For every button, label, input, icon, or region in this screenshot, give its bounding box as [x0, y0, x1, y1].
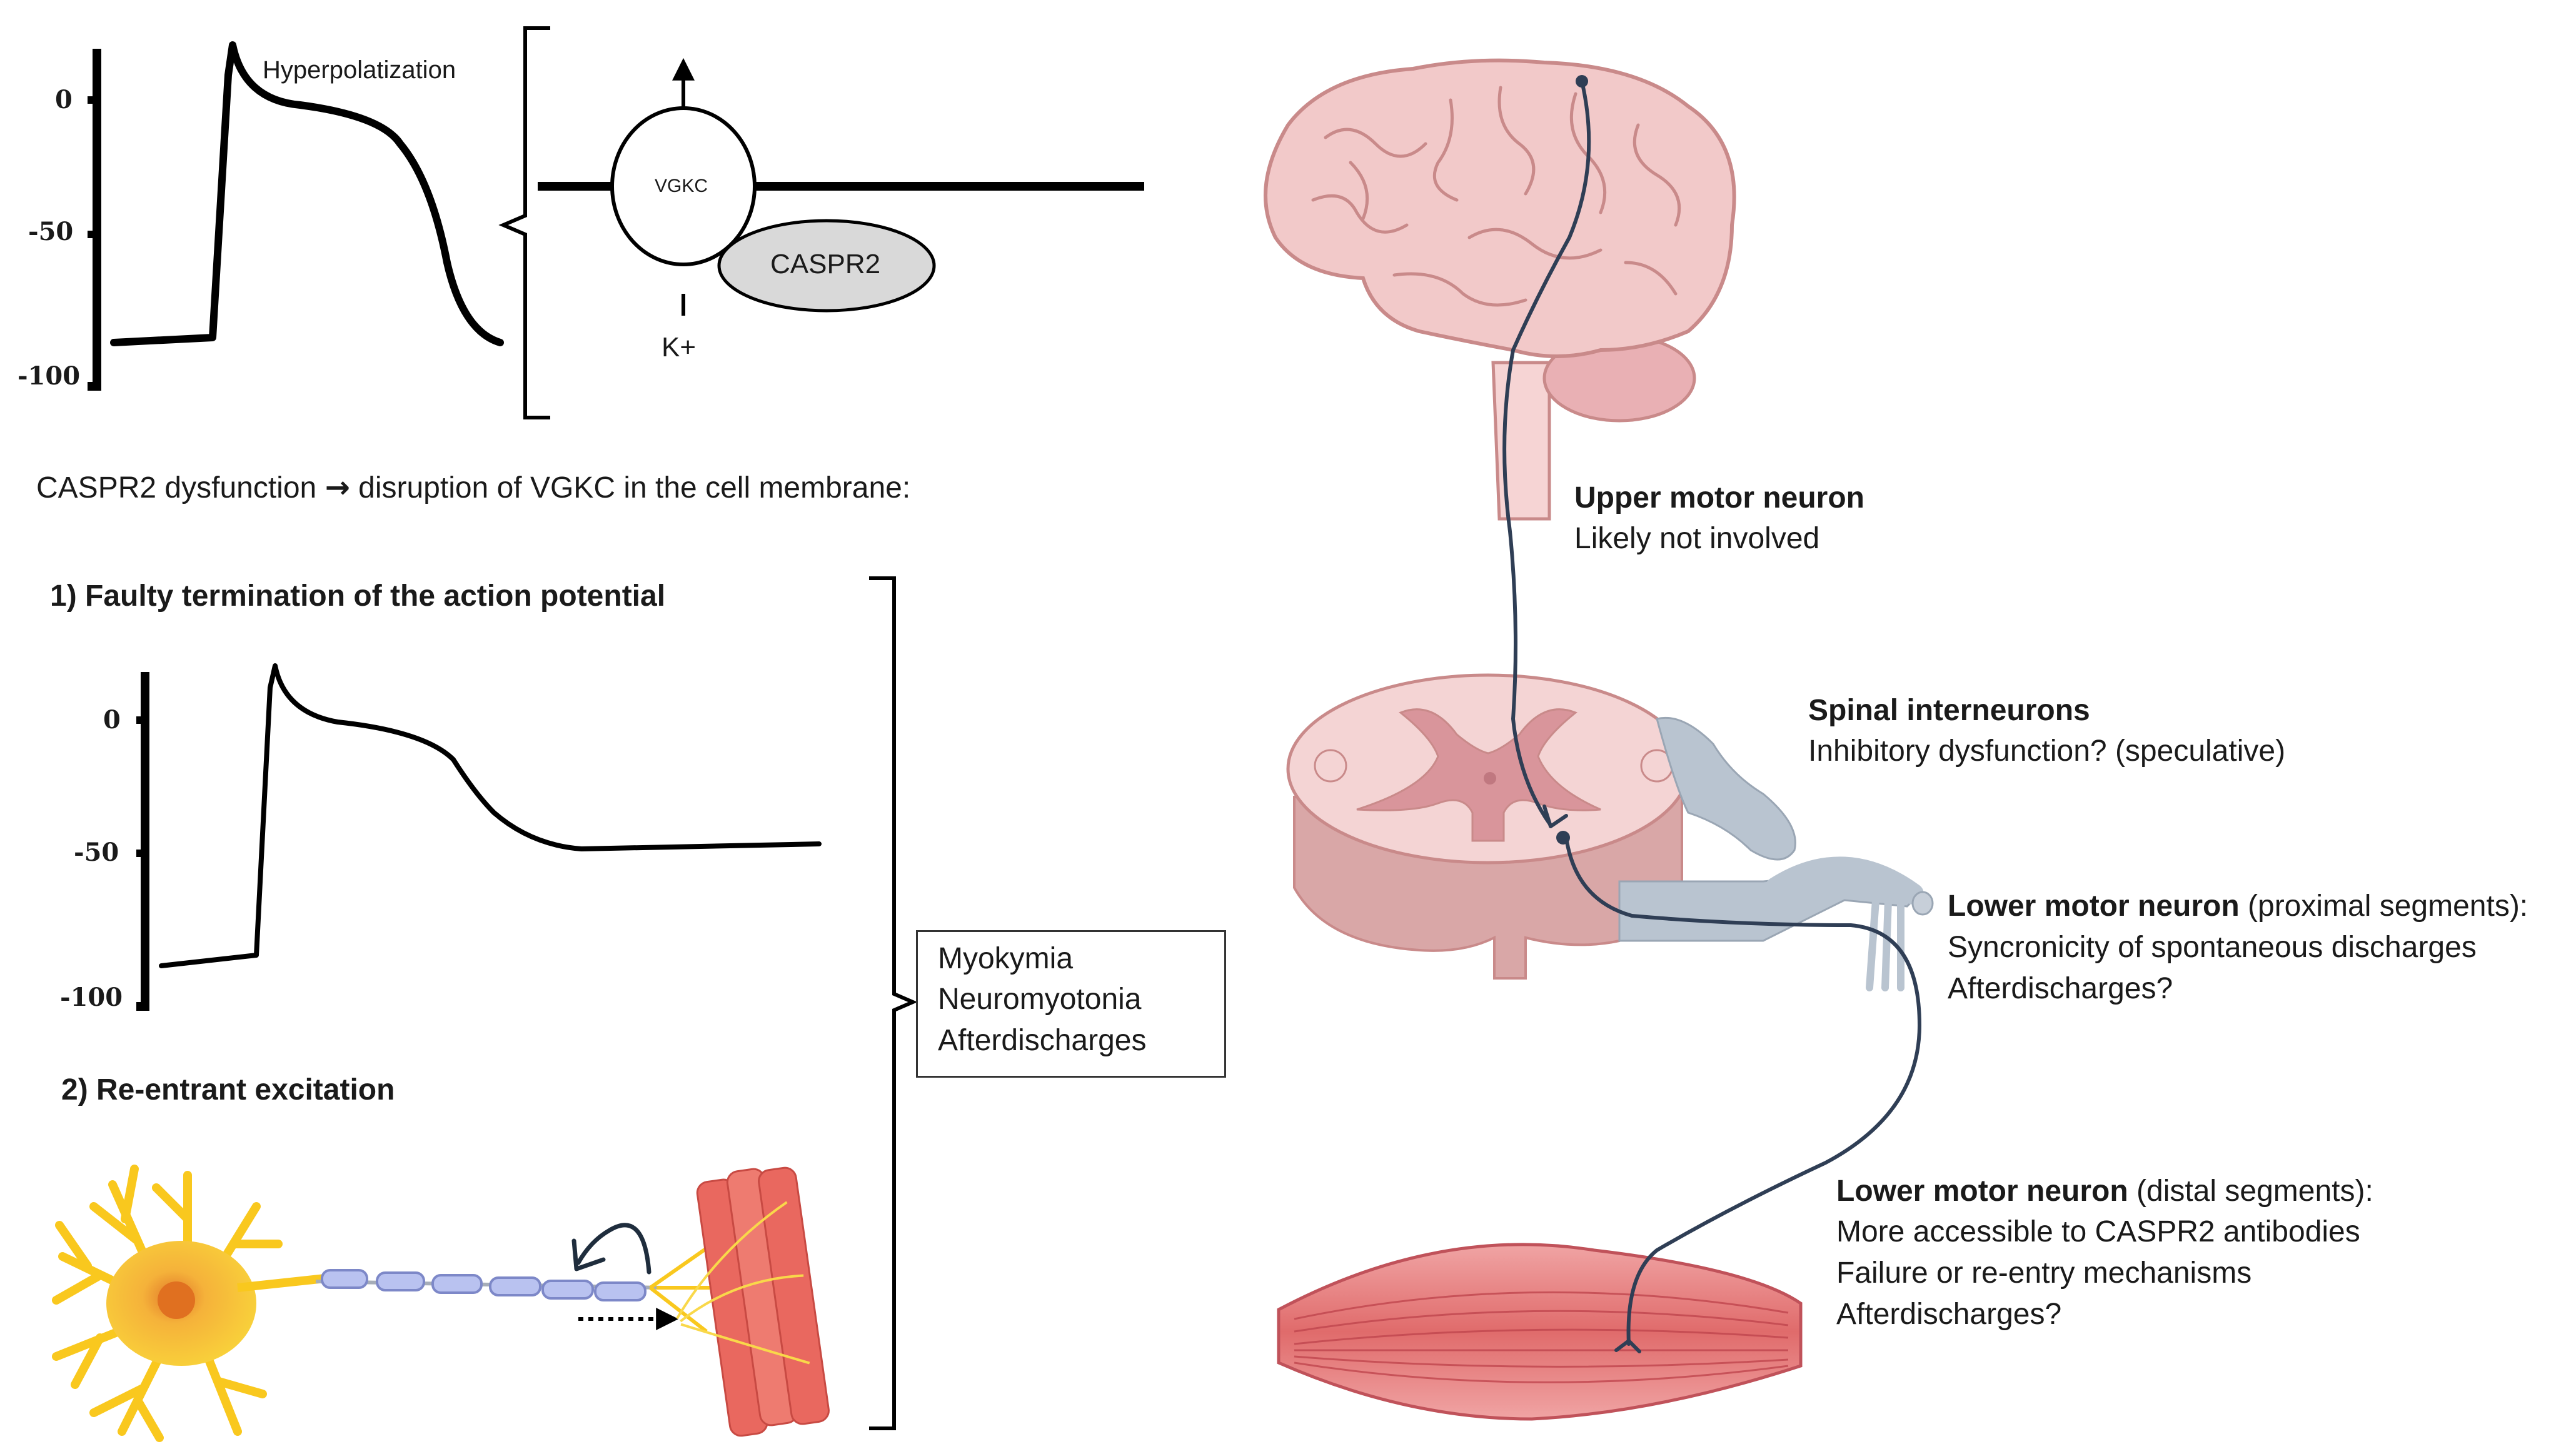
vgkc-channel-diagram [538, 58, 1144, 316]
lower-motor-proximal-suffix: (proximal segments): [2239, 890, 2528, 923]
lower-motor-distal-title: Lower motor neuron [1836, 1175, 2128, 1208]
lower-motor-distal-line-2: Failure or re-entry mechanisms [1836, 1256, 2252, 1290]
lower-motor-proximal-heading: Lower motor neuron (proximal segments): [1948, 888, 2528, 925]
lower-motor-proximal-title: Lower motor neuron [1948, 890, 2240, 923]
mech1-tick-0: 0 [103, 705, 121, 735]
lower-motor-neuron-axon [1564, 836, 1921, 1346]
top-brace [498, 26, 550, 419]
outcomes-box [916, 930, 1226, 1078]
vgkc-label: VGKC [655, 176, 708, 196]
grey-matter [1356, 708, 1601, 842]
faulty-termination-graph [136, 663, 822, 1011]
caspr2-label: CASPR2 [770, 249, 881, 279]
dysfunction-effect: disruption of VGKC in the cell membrane: [358, 471, 911, 504]
cerebrum [1264, 58, 1736, 358]
dysfunction-statement: CASPR2 dysfunction → disruption of VGKC … [36, 470, 910, 506]
hyperpolarization-label: Hyperpolatization [263, 56, 456, 84]
skeletal-muscle-illustration [1277, 1243, 1803, 1421]
top-ap-tick-0: 0 [55, 85, 73, 114]
top-action-potential-graph [88, 41, 504, 391]
top-ap-axis [88, 49, 101, 391]
caspr2-ellipse [717, 219, 936, 313]
muscle-belly [1277, 1243, 1803, 1421]
dysfunction-cause: CASPR2 dysfunction [36, 471, 317, 504]
lower-motor-proximal-line-2: Afterdischarges? [1948, 972, 2173, 1005]
mech1-tick-100: -100 [60, 983, 123, 1012]
lower-motor-distal-line-3: Afterdischarges? [1836, 1298, 2062, 1331]
reentrant-neuron-illustration [52, 1165, 830, 1442]
right-arrow-icon: → [325, 470, 350, 505]
neuron-nucleus [158, 1281, 195, 1319]
outcome-myokymia: Myokymia [938, 942, 1074, 975]
upper-motor-neuron-text: Likely not involved [1574, 522, 1820, 555]
reentrant-arrow [576, 1223, 652, 1275]
spinal-cord-illustration [1286, 673, 1934, 991]
muscle-fibers-small [676, 1166, 830, 1437]
myelin-segments [321, 1269, 647, 1301]
mech1-tick-50: -50 [74, 838, 119, 867]
faulty-ap-trace [159, 663, 822, 968]
upper-motor-neuron-axon [1502, 79, 1591, 827]
lower-motor-distal-heading: Lower motor neuron (distal segments): [1836, 1173, 2373, 1210]
potassium-label: K+ [662, 332, 697, 363]
upper-motor-neuron-soma [1576, 75, 1588, 88]
dorsal-root [1656, 716, 1796, 861]
top-ap-trace [110, 41, 504, 346]
brain-illustration [1264, 58, 1736, 521]
lower-motor-proximal-line-1: Syncronicity of spontaneous discharges [1948, 931, 2477, 964]
mechanism-2-title: 2) Re-entrant excitation [61, 1073, 395, 1106]
top-ap-tick-50: -50 [28, 217, 74, 246]
mechanism-1-title: 1) Faulty termination of the action pote… [50, 579, 666, 613]
spinal-interneurons-title: Spinal interneurons [1808, 694, 2090, 727]
spinal-interneurons-text: Inhibitory dysfunction? (speculative) [1808, 735, 2286, 768]
vgkc-circle [610, 106, 757, 266]
lower-motor-distal-suffix: (distal segments): [2128, 1175, 2373, 1208]
outcome-neuromyotonia: Neuromyotonia [938, 983, 1142, 1016]
top-ap-tick-100: -100 [18, 361, 81, 391]
lower-motor-neuron-soma [1556, 831, 1570, 845]
lower-motor-distal-line-1: More accessible to CASPR2 antibodies [1836, 1215, 2360, 1248]
upper-motor-neuron-title: Upper motor neuron [1574, 481, 1864, 514]
motor-pathway [1502, 79, 1921, 1353]
outcome-afterdischarges: Afterdischarges [938, 1024, 1147, 1057]
big-brace [869, 576, 918, 1430]
brainstem [1491, 361, 1551, 521]
